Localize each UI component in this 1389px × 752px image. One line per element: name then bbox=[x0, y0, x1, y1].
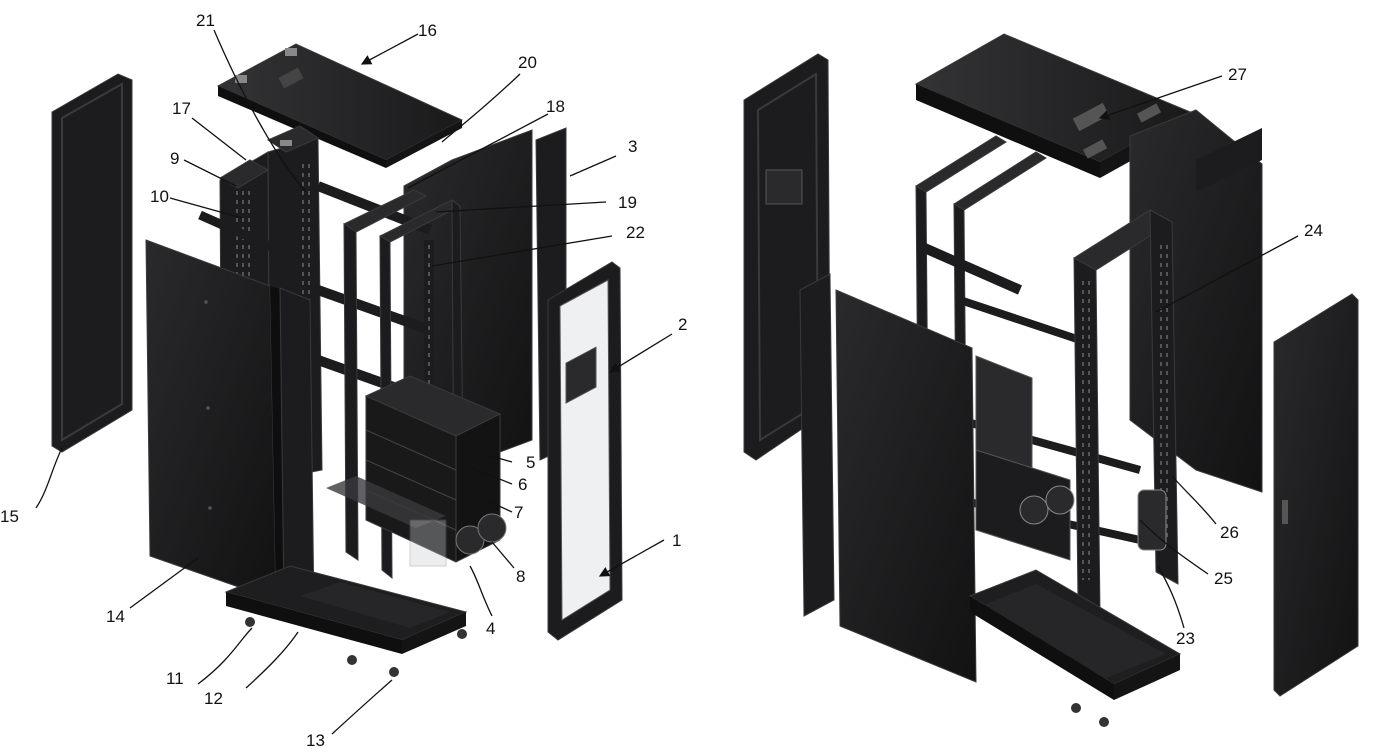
callout-label-5: 5 bbox=[526, 453, 535, 472]
callout-label-15: 15 bbox=[0, 507, 19, 526]
top-cover-left bbox=[216, 43, 464, 168]
callout-label-25: 25 bbox=[1214, 569, 1233, 588]
callout-label-16: 16 bbox=[418, 21, 437, 40]
door-handle bbox=[1282, 500, 1288, 524]
glass-door-left bbox=[547, 261, 623, 641]
side-door-front-right-a bbox=[799, 273, 835, 617]
callout-label-10: 10 bbox=[150, 187, 169, 206]
callout-label-3: 3 bbox=[628, 137, 637, 156]
callout-label-20: 20 bbox=[518, 53, 537, 72]
side-panel-front-right bbox=[835, 289, 977, 683]
base-right bbox=[968, 569, 1182, 727]
callout-label-7: 7 bbox=[514, 503, 523, 522]
callout-label-22: 22 bbox=[626, 223, 645, 242]
callout-label-2: 2 bbox=[678, 315, 687, 334]
callout-label-12: 12 bbox=[204, 689, 223, 708]
callout-label-18: 18 bbox=[546, 97, 565, 116]
callout-label-11: 11 bbox=[166, 669, 184, 688]
left-assembly bbox=[51, 43, 623, 677]
callout-label-26: 26 bbox=[1220, 523, 1239, 542]
equipment-stack-left bbox=[326, 375, 507, 567]
side-panel-front-left bbox=[145, 239, 315, 613]
back-panel-right-edge bbox=[1196, 128, 1262, 192]
callout-label-13: 13 bbox=[306, 731, 325, 750]
right-assembly bbox=[743, 33, 1359, 727]
callout-labels: 1 2 3 4 5 6 7 8 9 10 11 12 13 14 15 16 1… bbox=[0, 11, 1323, 750]
callout-label-8: 8 bbox=[516, 567, 525, 586]
callout-label-19: 19 bbox=[618, 193, 637, 212]
callout-label-14: 14 bbox=[106, 607, 125, 626]
base-left bbox=[224, 565, 468, 677]
callout-label-24: 24 bbox=[1304, 221, 1323, 240]
callout-label-9: 9 bbox=[170, 149, 179, 168]
equipment-right bbox=[975, 355, 1167, 561]
callout-label-17: 17 bbox=[172, 99, 191, 118]
side-panel-far-right bbox=[1273, 293, 1359, 697]
callout-label-27: 27 bbox=[1228, 65, 1247, 84]
callout-label-21: 21 bbox=[196, 11, 215, 30]
leader-lines bbox=[35, 29, 1299, 735]
callout-label-1: 1 bbox=[672, 531, 681, 550]
side-panel-left-far bbox=[51, 73, 133, 453]
callout-label-6: 6 bbox=[518, 475, 527, 494]
callout-label-23: 23 bbox=[1176, 629, 1195, 648]
callout-label-4: 4 bbox=[486, 619, 495, 638]
